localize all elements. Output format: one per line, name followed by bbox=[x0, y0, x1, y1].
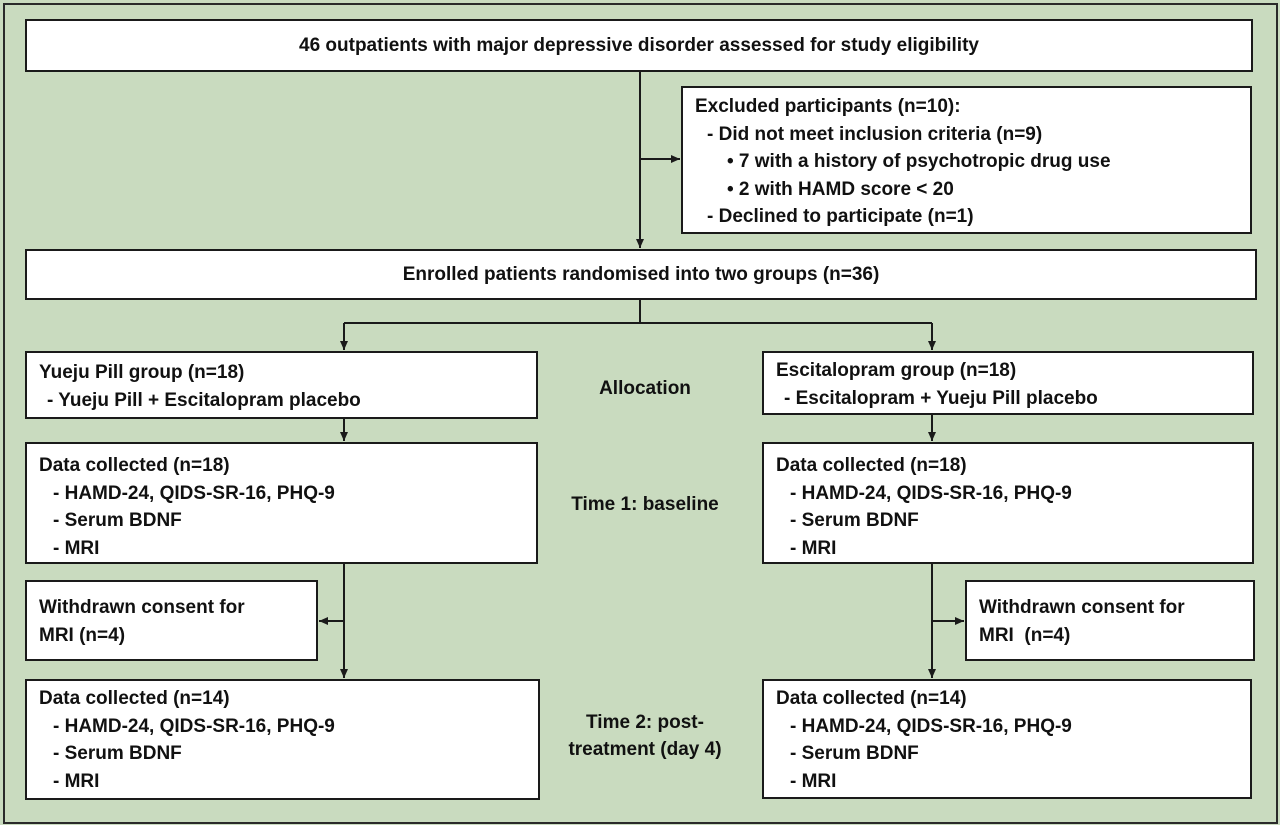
excluded-reason-criteria: - Did not meet inclusion criteria (n=9) bbox=[707, 123, 1043, 145]
right-post-item-mri: - MRI bbox=[790, 770, 837, 792]
right-baseline-box: Data collected (n=18) - HAMD-24, QIDS-SR… bbox=[762, 442, 1254, 564]
left-group-detail: - Yueju Pill + Escitalopram placebo bbox=[47, 389, 361, 411]
right-post-item-scales: - HAMD-24, QIDS-SR-16, PHQ-9 bbox=[790, 715, 1072, 737]
left-post-box: Data collected (n=14) - HAMD-24, QIDS-SR… bbox=[25, 679, 540, 800]
left-post-item-scales: - HAMD-24, QIDS-SR-16, PHQ-9 bbox=[53, 715, 335, 737]
phase-allocation: Allocation bbox=[599, 378, 691, 399]
left-post-item-mri: - MRI bbox=[53, 770, 100, 792]
left-baseline-item-scales: - HAMD-24, QIDS-SR-16, PHQ-9 bbox=[53, 482, 335, 504]
left-withdrawn-box: Withdrawn consent for MRI (n=4) bbox=[25, 580, 318, 661]
right-withdrawn-box: Withdrawn consent for MRI (n=4) bbox=[965, 580, 1255, 661]
left-allocation-box: Yueju Pill group (n=18) - Yueju Pill + E… bbox=[25, 351, 538, 419]
right-allocation-box: Escitalopram group (n=18) - Escitalopram… bbox=[762, 351, 1254, 415]
right-post-box: Data collected (n=14) - HAMD-24, QIDS-SR… bbox=[762, 679, 1252, 799]
left-baseline-item-bdnf: - Serum BDNF bbox=[53, 510, 182, 531]
right-baseline-item-scales: - HAMD-24, QIDS-SR-16, PHQ-9 bbox=[790, 482, 1072, 504]
right-baseline-item-bdnf: - Serum BDNF bbox=[790, 510, 919, 531]
excluded-reason-hamd: • 2 with HAMD score < 20 bbox=[727, 178, 954, 200]
phase-time1: Time 1: baseline bbox=[571, 494, 719, 515]
phase-time2-line1: Time 2: post- bbox=[586, 712, 704, 733]
right-group-detail: - Escitalopram + Yueju Pill placebo bbox=[784, 387, 1098, 409]
phase-time2: Time 2: post- treatment (day 4) bbox=[540, 709, 750, 763]
right-baseline-title: Data collected (n=18) bbox=[776, 455, 967, 476]
enrolled-text: Enrolled patients randomised into two gr… bbox=[402, 263, 880, 285]
excluded-box: Excluded participants (n=10): - Did not … bbox=[681, 86, 1252, 234]
phase-time2-line2: treatment (day 4) bbox=[568, 739, 722, 760]
left-withdrawn-line2: MRI (n=4) bbox=[39, 624, 126, 646]
assessment-box: 46 outpatients with major depressive dis… bbox=[25, 19, 1253, 72]
right-withdrawn-line2: MRI (n=4) bbox=[979, 624, 1071, 646]
left-withdrawn-line1: Withdrawn consent for bbox=[39, 597, 245, 618]
right-group-title: Escitalopram group (n=18) bbox=[776, 360, 1017, 381]
outer-frame bbox=[3, 3, 1278, 824]
left-baseline-item-mri: - MRI bbox=[53, 537, 100, 559]
excluded-reason-drug-use: • 7 with a history of psychotropic drug … bbox=[727, 151, 1111, 172]
left-post-title: Data collected (n=14) bbox=[39, 688, 230, 709]
right-post-item-bdnf: - Serum BDNF bbox=[790, 743, 919, 764]
left-post-item-bdnf: - Serum BDNF bbox=[53, 743, 182, 764]
right-baseline-item-mri: - MRI bbox=[790, 537, 837, 559]
right-post-title: Data collected (n=14) bbox=[776, 688, 967, 709]
left-baseline-box: Data collected (n=18) - HAMD-24, QIDS-SR… bbox=[25, 442, 538, 564]
enrolled-box: Enrolled patients randomised into two gr… bbox=[25, 249, 1257, 300]
left-baseline-title: Data collected (n=18) bbox=[39, 455, 230, 476]
right-withdrawn-line1: Withdrawn consent for bbox=[979, 597, 1185, 618]
excluded-reason-declined: - Declined to participate (n=1) bbox=[707, 206, 974, 227]
excluded-title: Excluded participants (n=10): bbox=[695, 96, 961, 117]
assessment-text: 46 outpatients with major depressive dis… bbox=[299, 34, 979, 56]
left-group-title: Yueju Pill group (n=18) bbox=[39, 362, 245, 383]
